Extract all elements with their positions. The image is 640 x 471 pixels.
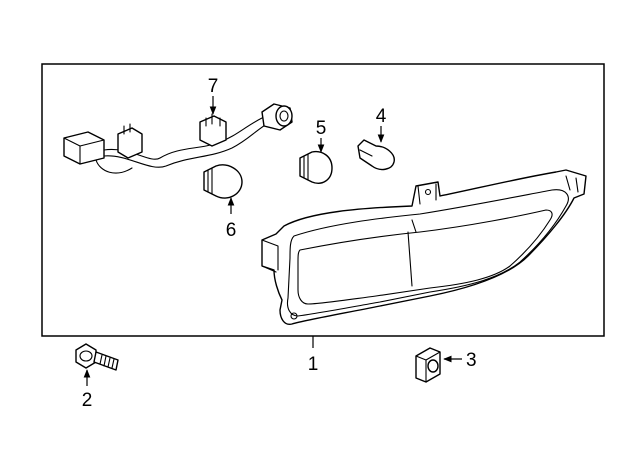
lamp-assembly	[261, 169, 587, 325]
callout-4: 4	[376, 106, 387, 127]
bulb-4	[357, 139, 395, 171]
callout-2: 2	[82, 390, 93, 411]
clip-nut-3	[415, 347, 441, 383]
callout-5: 5	[316, 118, 327, 139]
bolt-2	[75, 343, 119, 371]
bulb-6	[203, 164, 243, 199]
callout-1: 1	[308, 354, 319, 375]
callout-3: 3	[466, 350, 477, 371]
callout-6: 6	[226, 220, 237, 241]
assembly-frame	[41, 63, 605, 337]
callout-7: 7	[208, 76, 219, 97]
wiring-harness-socket	[63, 103, 293, 174]
bulb-5	[299, 150, 333, 184]
